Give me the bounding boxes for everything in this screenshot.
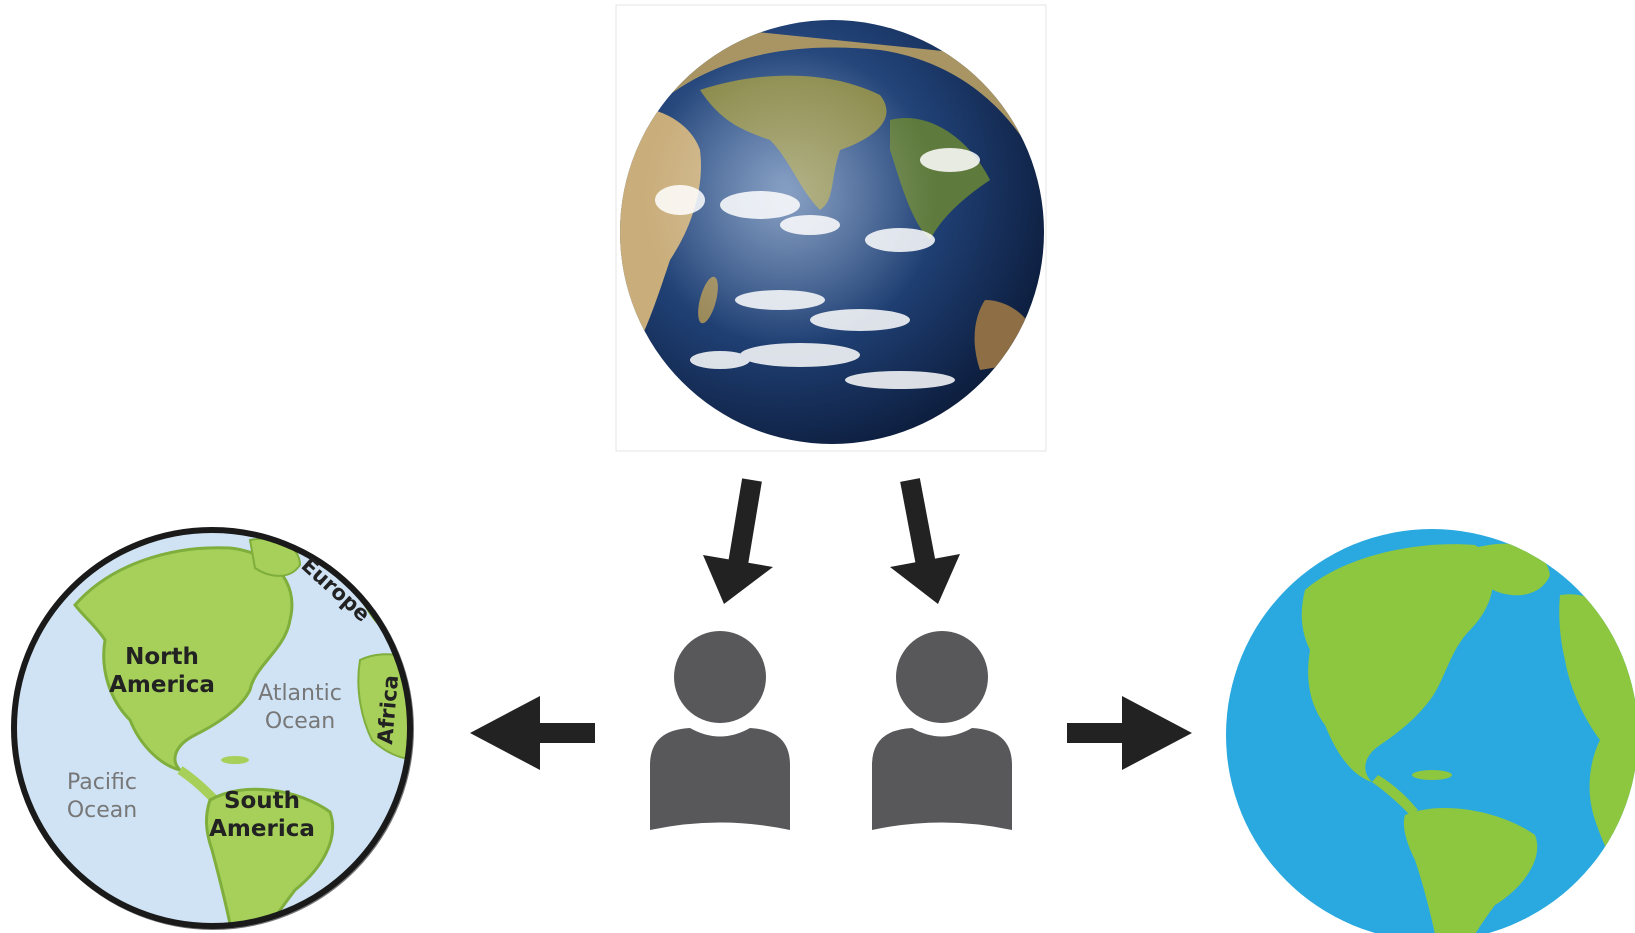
person-icon (650, 631, 790, 830)
label-north-america-line1: North (125, 644, 199, 670)
hand-drawn-globe-icon: North America South America Europe Afric… (11, 527, 414, 930)
label-south-america-line2: America (209, 816, 315, 842)
label-south-america-line1: South (224, 788, 300, 814)
flat-globe-icon (1226, 529, 1635, 933)
earth-photo-icon (615, 4, 1047, 452)
label-atlantic-ocean-line2: Ocean (265, 709, 335, 734)
person-icon (872, 631, 1012, 830)
label-pacific-ocean-line2: Ocean (67, 798, 137, 823)
arrow-down-right-icon (890, 478, 960, 604)
arrow-right-icon (1067, 696, 1192, 770)
label-pacific-ocean-line1: Pacific (67, 770, 137, 795)
label-north-america-line2: America (109, 672, 215, 698)
arrow-down-left-icon (703, 478, 773, 604)
arrow-left-icon (470, 696, 595, 770)
label-atlantic-ocean-line1: Atlantic (258, 681, 342, 706)
